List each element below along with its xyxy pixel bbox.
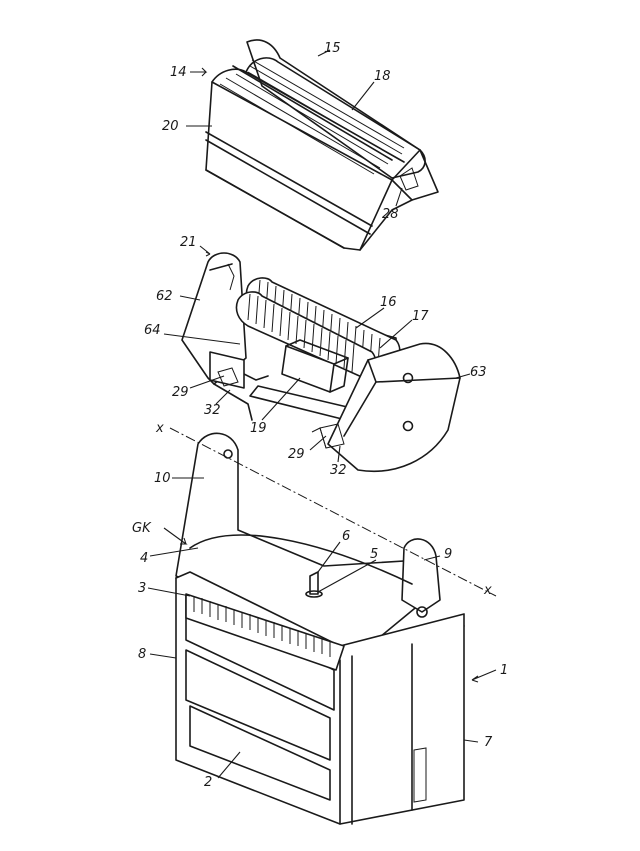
label-9: 9 bbox=[444, 547, 452, 562]
label-10: 10 bbox=[154, 471, 171, 486]
label-64: 64 bbox=[144, 323, 161, 338]
label-18: 18 bbox=[374, 69, 391, 84]
label-5: 5 bbox=[370, 547, 378, 562]
label-15: 15 bbox=[324, 41, 341, 56]
label-32-right: 32 bbox=[330, 463, 347, 478]
label-16: 16 bbox=[380, 295, 397, 310]
shear-foil-frame bbox=[206, 40, 438, 250]
label-GK: GK bbox=[132, 521, 152, 536]
housing bbox=[176, 433, 464, 824]
label-29-right: 29 bbox=[288, 447, 305, 462]
label-21: 21 bbox=[180, 235, 197, 250]
label-x-right: x bbox=[483, 583, 492, 598]
label-63: 63 bbox=[470, 365, 487, 380]
label-x-left: x bbox=[155, 421, 164, 436]
label-7: 7 bbox=[484, 735, 493, 750]
label-28: 28 bbox=[382, 207, 399, 222]
label-8: 8 bbox=[138, 647, 146, 662]
label-1: 1 bbox=[500, 663, 508, 678]
label-32-left: 32 bbox=[204, 403, 221, 418]
label-6: 6 bbox=[342, 529, 350, 544]
label-20: 20 bbox=[162, 119, 179, 134]
label-19: 19 bbox=[250, 421, 267, 436]
label-29-left: 29 bbox=[172, 385, 189, 400]
label-3: 3 bbox=[138, 581, 146, 596]
label-17: 17 bbox=[412, 309, 429, 324]
label-2: 2 bbox=[204, 775, 212, 790]
label-4: 4 bbox=[140, 551, 148, 566]
label-62: 62 bbox=[156, 289, 173, 304]
label-14: 14 bbox=[170, 65, 187, 80]
